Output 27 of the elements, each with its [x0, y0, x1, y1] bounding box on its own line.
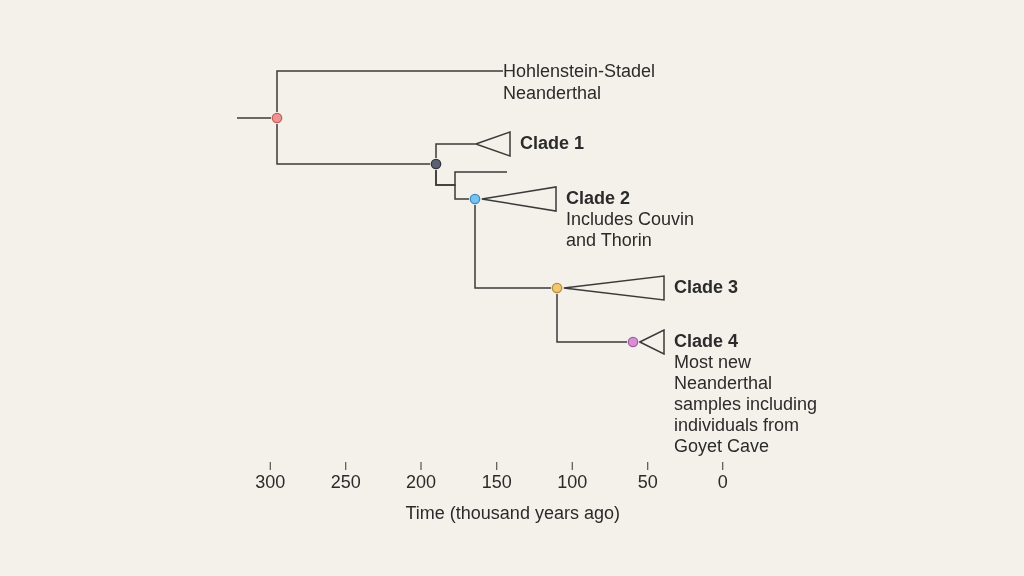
clade-name: Clade 1 — [520, 133, 586, 154]
clade-description: Includes Couvin and Thorin — [566, 209, 696, 251]
tick-label: 150 — [481, 471, 512, 493]
clade-name: Clade 2 — [566, 188, 632, 209]
tree-branch — [276, 123, 431, 165]
tree-branch — [435, 169, 470, 200]
taxon-label: Hohlenstein-Stadel Neanderthal — [503, 60, 657, 104]
tick-label: 300 — [255, 471, 286, 493]
node-dot-icon — [271, 112, 283, 124]
node-dot-icon — [469, 193, 481, 205]
node-dot-icon — [627, 336, 639, 348]
tick-label: 250 — [330, 471, 361, 493]
node-dot-icon — [430, 158, 442, 170]
tick-label: 50 — [637, 471, 658, 493]
tick-label: 0 — [717, 471, 728, 493]
tree-branch — [236, 117, 272, 119]
tree-branch — [435, 143, 476, 159]
tree-branch — [474, 204, 552, 289]
tick-label: 200 — [406, 471, 437, 493]
tree-branch — [556, 293, 628, 343]
node-dot-icon — [551, 282, 563, 294]
clade-description: Most new Neanderthal samples including individuals from Goyet Cave — [674, 352, 819, 457]
tree-branch — [276, 70, 504, 113]
clade-name: Clade 3 — [674, 277, 740, 298]
clade-name: Clade 4 — [674, 331, 740, 352]
tick-label: 100 — [557, 471, 588, 493]
axis-title: Time (thousand years ago) — [405, 502, 620, 524]
